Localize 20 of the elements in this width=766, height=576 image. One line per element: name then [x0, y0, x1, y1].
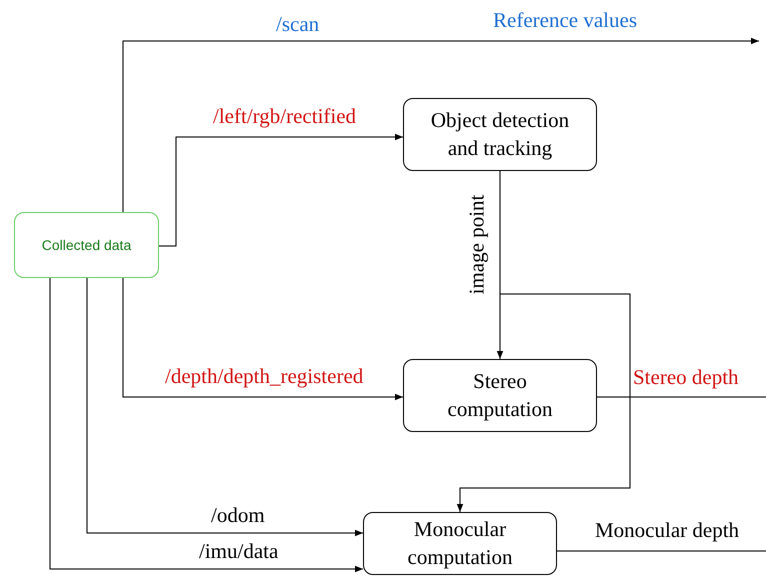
edge-label: /odom	[211, 505, 265, 526]
output-label: Reference values	[493, 10, 637, 31]
edge-label: image point	[466, 194, 488, 294]
connector-line	[556, 550, 766, 552]
arrow	[122, 38, 760, 212]
process-box: Object detection and tracking	[403, 98, 597, 171]
process-box: Stereo computation	[403, 359, 597, 432]
connector-line	[596, 396, 766, 398]
edge-label: /depth/depth_registered	[165, 366, 364, 387]
arrow	[50, 278, 364, 572]
edge-label: /left/rgb/rectified	[213, 106, 356, 127]
source-box: Collected data	[14, 212, 159, 278]
edge-label: Monocular depth	[595, 520, 740, 541]
arrow	[122, 278, 404, 400]
process-box: Monocular computation	[363, 512, 557, 575]
edge-label: /imu/data	[199, 541, 278, 562]
arrow	[158, 134, 404, 246]
arrow	[86, 278, 364, 536]
edge-label: /scan	[276, 14, 320, 35]
edge-label: Stereo depth	[633, 367, 739, 388]
